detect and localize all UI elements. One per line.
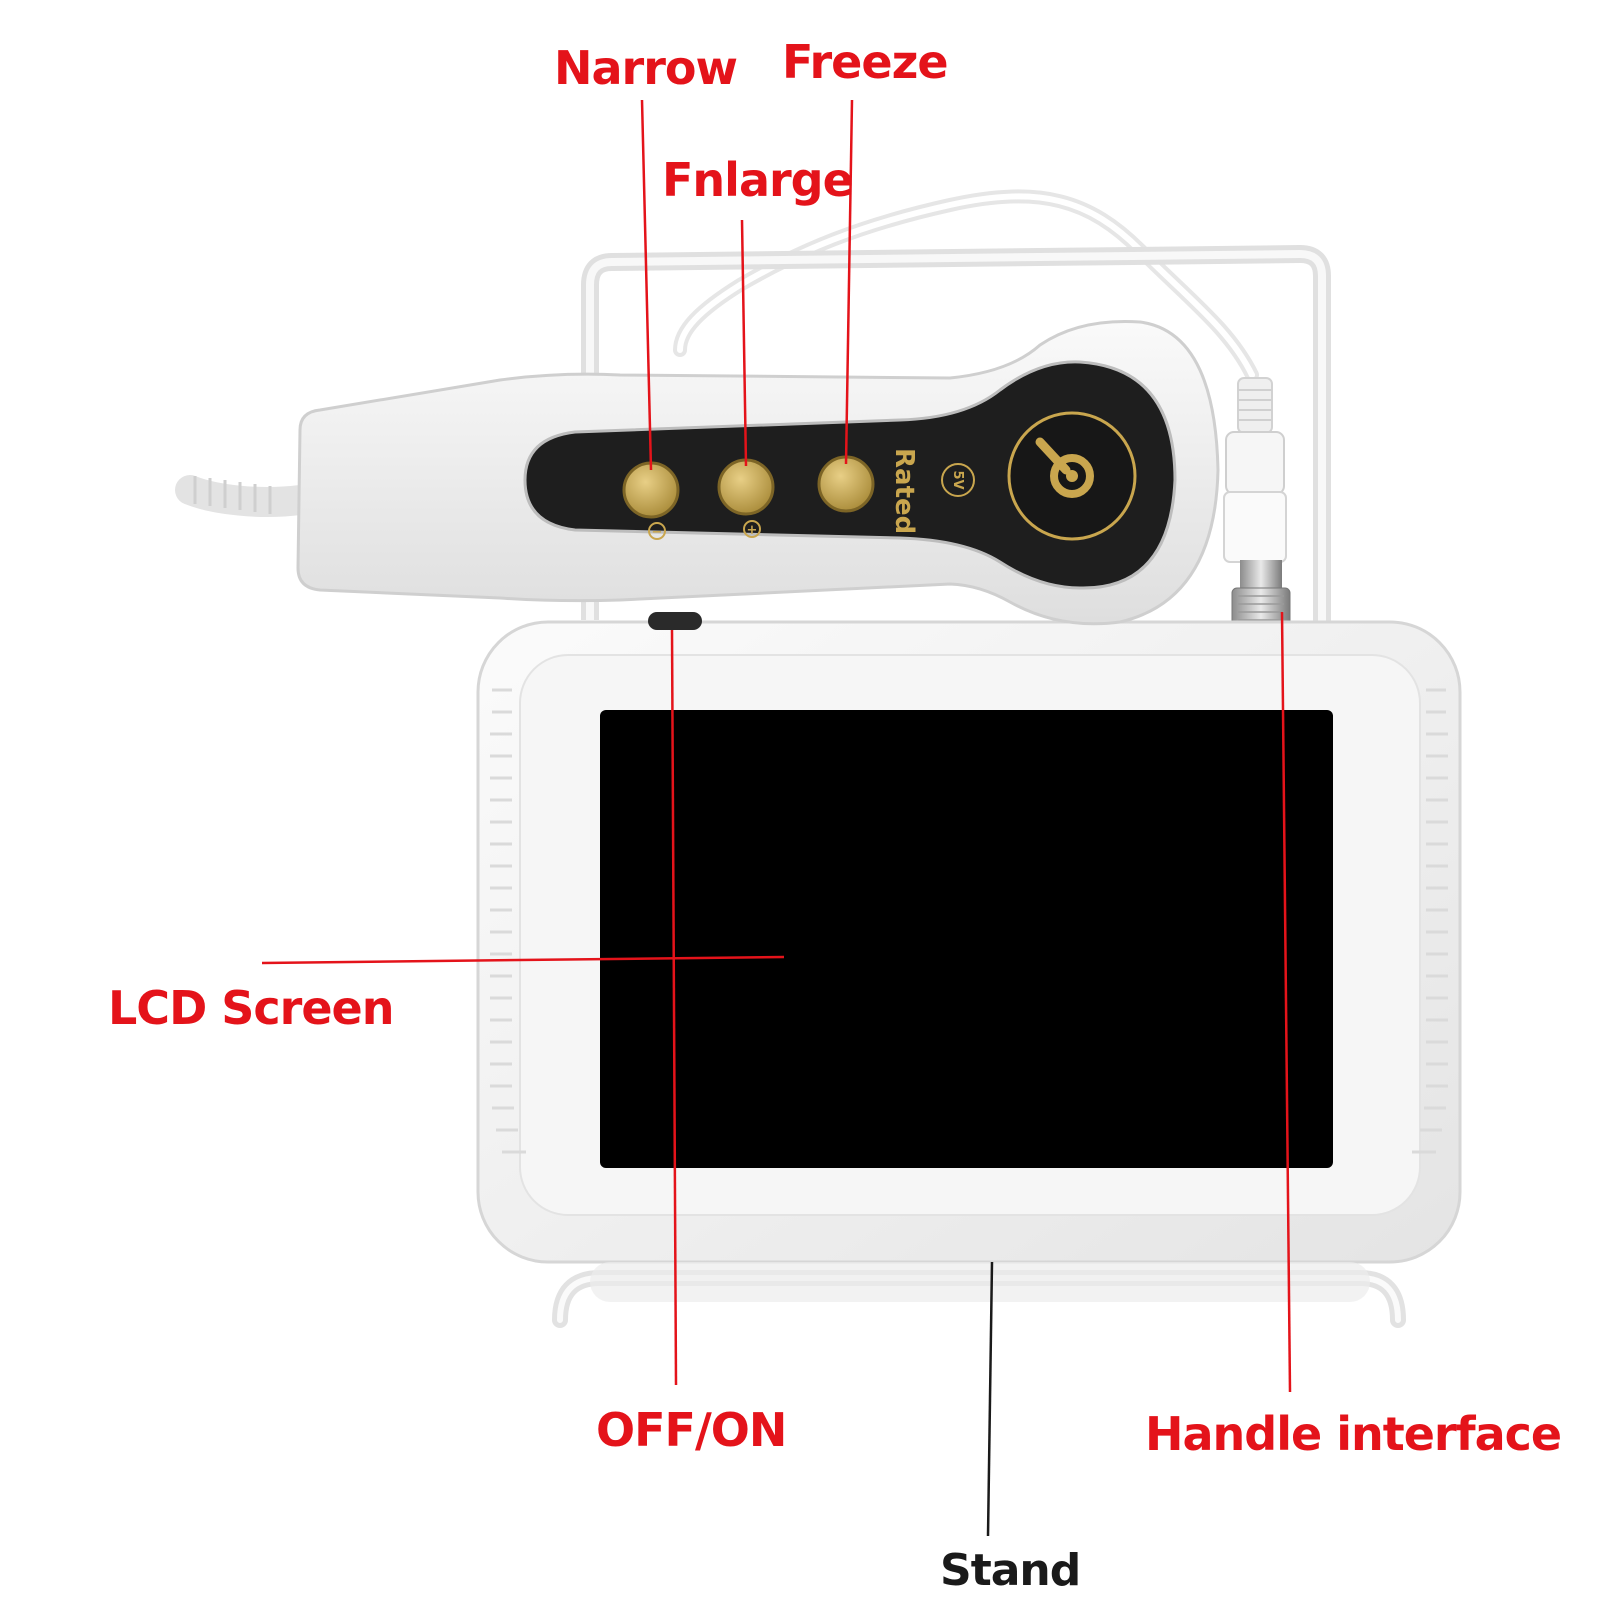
freeze-pointer <box>844 99 854 465</box>
handle-cable-highlight <box>677 193 1255 378</box>
left-grip-ribs <box>490 688 526 1154</box>
coiled-cable <box>175 475 315 517</box>
stand-pointer <box>986 1261 994 1537</box>
power-switch[interactable] <box>648 612 702 630</box>
freeze-label: Freeze <box>782 35 948 89</box>
off-on-pointer <box>670 629 678 1386</box>
minus-symbol: − <box>652 525 663 540</box>
narrow-button[interactable] <box>622 461 680 519</box>
narrow-pointer <box>640 99 653 471</box>
stand-label: Stand <box>940 1545 1080 1596</box>
freeze-button[interactable] <box>817 455 875 513</box>
enlarge-button[interactable] <box>717 458 775 516</box>
lcd-screen-pointer <box>261 955 785 965</box>
enlarge-pointer <box>740 219 748 467</box>
enlarge-label: Fnlarge <box>662 153 853 207</box>
callout-lines <box>261 99 1292 1537</box>
voltage-text: 5V <box>950 470 965 489</box>
rated-text: Rated <box>889 448 919 534</box>
right-grip-ribs <box>1412 688 1448 1154</box>
lcd-screen-label: LCD Screen <box>108 981 394 1035</box>
minus-icon <box>648 522 666 540</box>
probe-handle: − + Rated 5V <box>296 320 1220 626</box>
stand-foot <box>552 1262 1406 1328</box>
plus-icon <box>743 520 761 538</box>
narrow-label: Narrow <box>554 41 737 95</box>
off-on-label: OFF/ON <box>596 1403 786 1457</box>
voltage-badge <box>941 463 975 497</box>
handle-interface-pointer <box>1280 611 1292 1393</box>
power-icon <box>1035 437 1094 498</box>
handle-interface-label: Handle interface <box>1145 1407 1561 1461</box>
lcd-screen <box>600 710 1333 1168</box>
plus-symbol: + <box>747 523 758 538</box>
handle-connector <box>1223 377 1291 629</box>
